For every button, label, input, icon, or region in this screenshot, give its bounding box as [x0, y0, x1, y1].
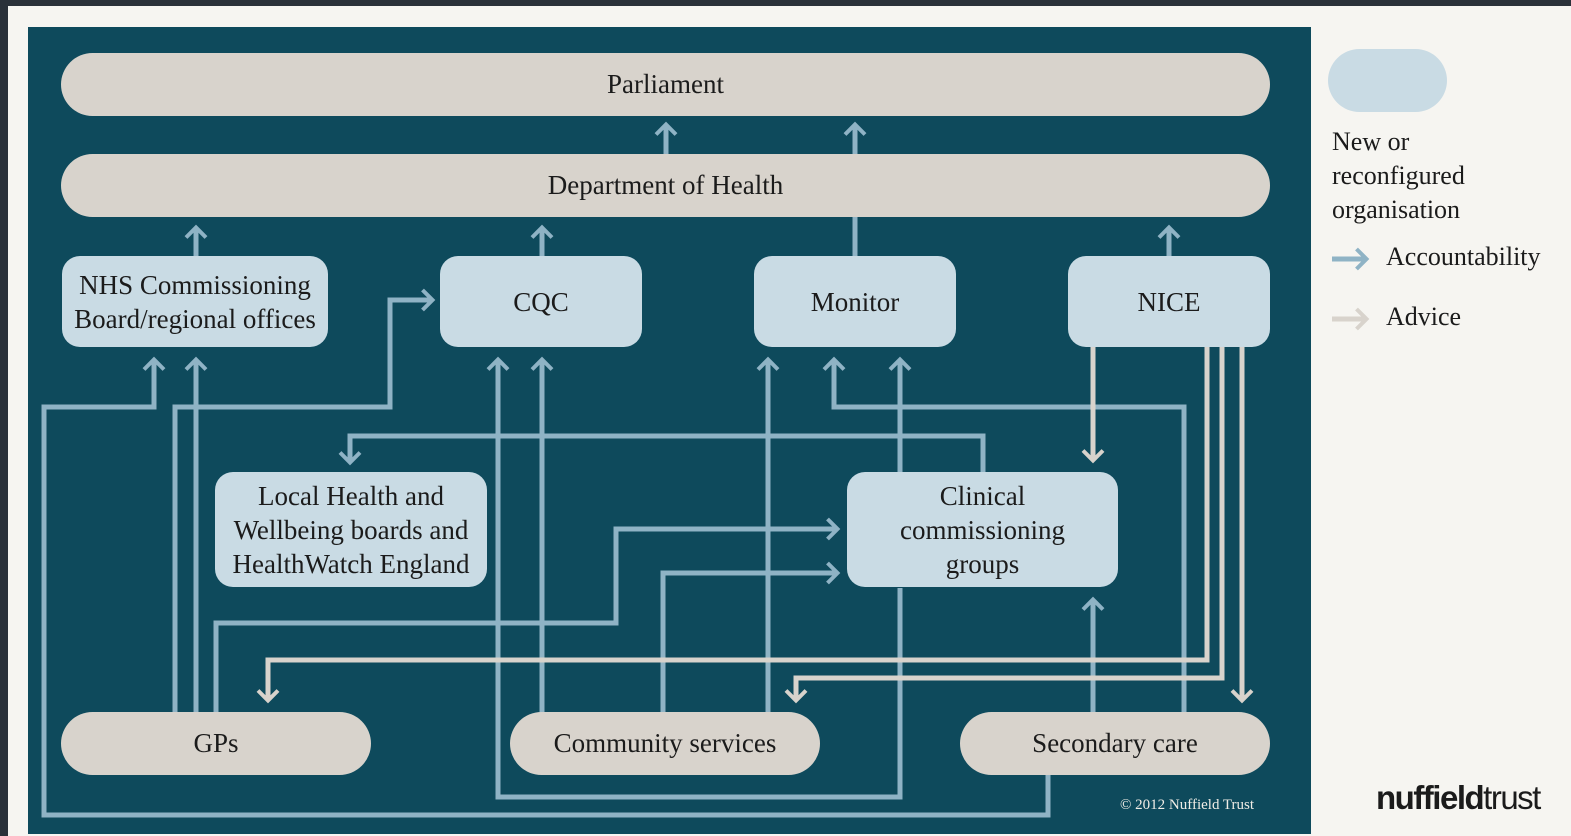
node-community-services: Community services [510, 712, 820, 775]
legend-accountability-label: Accountability [1386, 242, 1541, 271]
arrow-secondary-care-to-nhscb [41, 356, 1051, 818]
legend-new-org-label: New or reconfigured organisation [1332, 127, 1465, 224]
node-parliament: Parliament [61, 53, 1270, 116]
arrow-gps-to-cqc [172, 288, 436, 713]
advice-connectors [256, 347, 1254, 704]
node-department-of-health: Department of Health [61, 154, 1270, 217]
legend-arrows [1332, 247, 1370, 331]
arrow-nice-advice-to-gps [256, 347, 1210, 704]
node-monitor: Monitor [754, 256, 956, 347]
legend-new-org-swatch [1328, 49, 1447, 112]
arrow-secondary-care-to-monitor [822, 356, 1187, 713]
node-clinical-commissioning-groups: Clinical commissioning groups [847, 472, 1118, 587]
arrow-ccg-to-cqc [486, 356, 903, 800]
node-nhs-commissioning-board: NHS Commissioning Board/regional offices [62, 256, 328, 347]
arrow-community-to-ccg [660, 561, 841, 713]
nuffield-trust-logo: nuffieldtrust [1376, 779, 1541, 816]
node-cqc: CQC [440, 256, 642, 347]
arrow-gps-to-ccg [213, 517, 841, 713]
accountability-connectors [41, 121, 1187, 818]
arrow-nice-advice-to-community [784, 347, 1225, 704]
top-bar [0, 0, 1571, 6]
node-secondary-care: Secondary care [960, 712, 1270, 775]
arrow-ccg-to-local-health [338, 433, 986, 472]
node-nice: NICE [1068, 256, 1270, 347]
node-local-health-wellbeing: Local Health and Wellbeing boards and He… [215, 472, 487, 587]
copyright-notice: © 2012 Nuffield Trust [1120, 797, 1255, 813]
legend-advice-label: Advice [1386, 302, 1462, 331]
node-gps: GPs [61, 712, 371, 775]
